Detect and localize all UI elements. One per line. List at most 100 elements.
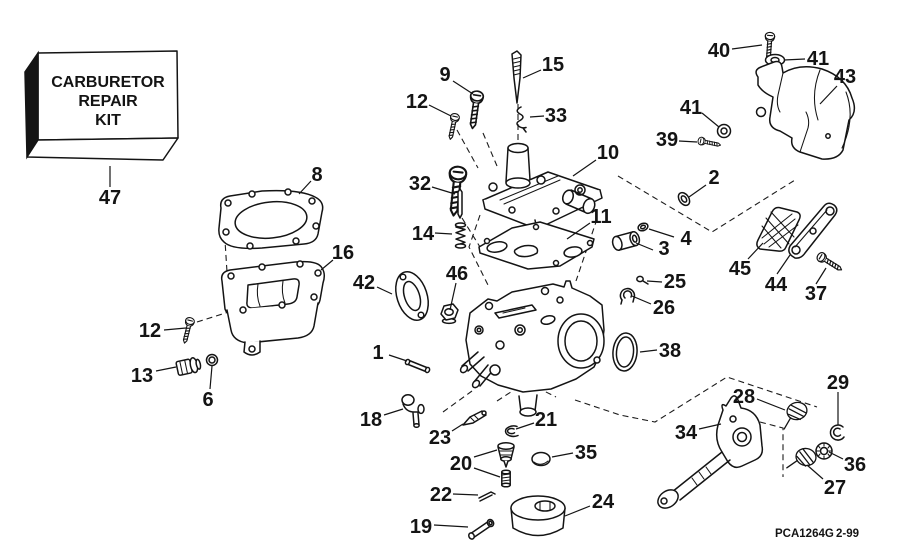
callout-21: 21	[535, 409, 557, 431]
leader-line-4	[648, 228, 675, 238]
leader-line-26	[631, 295, 652, 305]
callout-8: 8	[311, 164, 322, 186]
part-oring-38	[612, 332, 638, 372]
leader-line-40	[731, 44, 763, 50]
callout-40: 40	[708, 40, 730, 62]
callout-16: 16	[332, 242, 354, 264]
screw-37	[814, 250, 845, 275]
repair-kit-box: CARBURETOR REPAIR KIT	[24, 50, 179, 161]
callout-27: 27	[824, 477, 846, 499]
leader-line-33	[529, 115, 545, 118]
part-needle-spring-14	[454, 188, 467, 249]
leader-line-3	[635, 242, 654, 251]
part-plug-25	[636, 275, 649, 285]
leader-line-41	[701, 112, 720, 128]
leader-line-38	[639, 349, 658, 353]
leader-line-20	[473, 467, 501, 478]
part-spring-28	[777, 399, 811, 430]
callout-41: 41	[680, 97, 702, 119]
leader-line-18	[383, 408, 404, 416]
part-clip-33	[516, 106, 527, 133]
callout-24: 24	[592, 491, 615, 513]
leader-line-12	[428, 104, 452, 117]
leader-line-6	[209, 365, 213, 390]
callout-10: 10	[597, 142, 619, 164]
leader-line-24	[564, 505, 591, 517]
leader-line-23	[451, 423, 464, 432]
callout-43: 43	[834, 66, 856, 88]
callout-25: 25	[664, 271, 686, 293]
part-plug-35	[531, 451, 551, 467]
leader-line-41	[783, 58, 806, 61]
part-cam-lever-34	[657, 395, 764, 509]
part-hinge-pin-19	[468, 518, 495, 540]
part-cover-gasket-11	[478, 221, 595, 270]
leader-line-10	[572, 159, 597, 177]
part-nut-46	[440, 303, 459, 325]
part-seat-jet-20	[497, 442, 515, 488]
footer-part-code: PCA1264G	[775, 528, 834, 540]
part-housing-43	[755, 60, 856, 160]
callout-44: 44	[765, 274, 788, 296]
leader-line-14	[434, 232, 453, 235]
screw-32	[444, 164, 468, 218]
screw-9	[465, 89, 485, 131]
part-oring-6	[205, 353, 219, 367]
screw-12-left	[179, 316, 196, 345]
part-pin-1	[404, 358, 431, 374]
callout-6: 6	[202, 389, 213, 411]
leader-line-22	[452, 493, 479, 496]
leader-line-21	[515, 422, 535, 430]
callout-3: 3	[658, 238, 669, 260]
part-bowl-gasket	[218, 188, 324, 250]
callout-9: 9	[439, 64, 450, 86]
kit-box-line1: CARBURETOR	[51, 74, 165, 91]
part-spring-27	[786, 445, 818, 474]
leader-line-15	[522, 69, 542, 79]
callout-28: 28	[733, 386, 755, 408]
footer-date-code: 2-99	[836, 528, 859, 540]
leader-line-32	[431, 186, 456, 195]
part-elbow-18	[401, 394, 425, 429]
part-screen-45	[756, 206, 801, 252]
leader-line-11	[566, 222, 591, 240]
callout-35: 35	[575, 442, 597, 464]
part-cover-10	[482, 142, 603, 230]
part-clip-21	[504, 425, 519, 438]
leader-line-45	[747, 242, 764, 260]
callout-41: 41	[807, 48, 829, 70]
callout-42: 42	[353, 272, 375, 294]
part-drain-plug-13	[175, 357, 202, 376]
leader-line-43	[819, 85, 838, 105]
callout-26: 26	[653, 297, 675, 319]
part-bracket-44	[788, 202, 838, 259]
leader-line-46	[449, 282, 457, 311]
screw-12-top	[445, 112, 461, 141]
callout-15: 15	[542, 54, 564, 76]
leader-line-13	[155, 366, 177, 372]
callout-33: 33	[545, 105, 567, 127]
leader-line-19	[433, 524, 469, 528]
leader-line-1	[388, 354, 408, 362]
callout-18: 18	[360, 409, 382, 431]
part-float-24	[510, 495, 566, 537]
kit-box-line3: KIT	[95, 112, 121, 129]
callout-34: 34	[675, 422, 698, 444]
leader-line-37	[815, 267, 827, 285]
leader-line-35	[551, 452, 574, 458]
leader-line-8	[298, 180, 312, 195]
part-pin-22	[478, 491, 496, 502]
leader-line-20	[473, 449, 498, 458]
callout-20: 20	[450, 453, 472, 475]
callout-47: 47	[99, 187, 121, 209]
callout-12: 12	[406, 91, 428, 113]
part-carburetor-body	[459, 280, 605, 417]
callout-4: 4	[680, 228, 692, 250]
part-clip-26	[619, 287, 636, 305]
part-ring-4	[637, 222, 649, 232]
callout-32: 32	[409, 173, 431, 195]
part-mount-gasket	[395, 271, 429, 321]
leader-line-9	[452, 80, 474, 95]
